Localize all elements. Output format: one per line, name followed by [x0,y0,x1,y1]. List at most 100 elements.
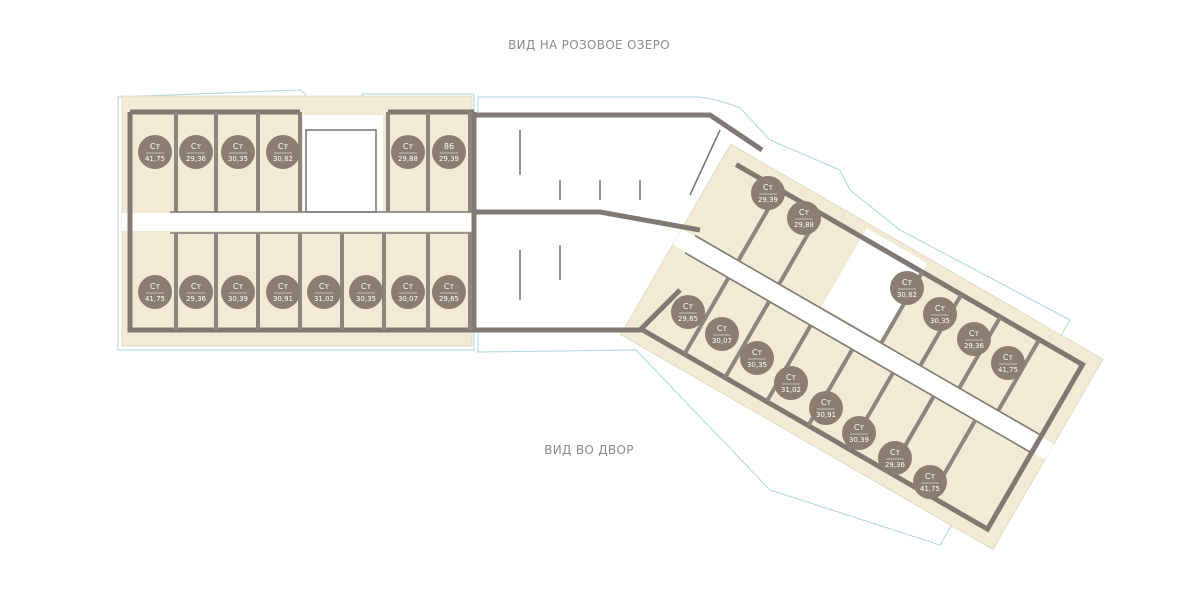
apartment-area: 29,65 [439,295,459,303]
apartment-type: Ст [854,423,865,432]
stair-right [821,228,928,342]
core-wall [474,112,764,333]
partition-wall [386,112,390,212]
apartment-type: Ст [233,282,244,291]
partition-wall [298,112,302,212]
apartment-badge-circle [307,275,341,309]
apartment-type: Ст [763,183,774,192]
apartment-badge-circle [179,135,213,169]
apartment-type: Ст [1003,353,1014,362]
partition-wall [468,112,472,212]
apartment-badge-circle [221,275,255,309]
apartment-area: 30,07 [398,295,418,303]
apartment-badge-circle [787,201,821,235]
partition-wall [682,276,731,356]
apartment-area: 29,88 [794,221,814,229]
apartment-right-top-4[interactable]: Ст 30,35 [923,297,957,331]
apartment-right-top-3[interactable]: Ст 30,82 [890,271,924,305]
apartment-badge-circle [957,322,991,356]
partition-wall [174,233,178,330]
apartment-area: 30,35 [228,155,248,163]
apartment-badge-circle [221,135,255,169]
apartment-area: 41,75 [998,366,1018,374]
partition-wall [723,300,771,379]
apartment-type: Ст [403,142,414,151]
partition-wall [426,233,430,330]
apartment-badge-circle [138,135,172,169]
apartment-left-top-6[interactable]: 86 29,39 [432,135,466,169]
apartment-area: 30,35 [930,317,950,325]
apartment-type: Ст [444,282,455,291]
partition-wall [468,233,472,330]
apartment-type: Ст [925,472,936,481]
apartment-badge-circle [991,346,1025,380]
apartment-right-top-6[interactable]: Ст 41,75 [991,346,1025,380]
apartment-badge-circle [391,135,425,169]
partition-wall [256,233,260,330]
apartment-type: Ст [150,142,161,151]
apartment-area: 31,02 [781,386,801,394]
apartment-area: 30,39 [228,295,248,303]
apartment-area: 30,91 [816,411,836,419]
apartment-type: Ст [902,278,913,287]
apartment-area: 29,39 [439,155,459,163]
apartment-area: 29,36 [885,461,906,469]
apartment-left-bottom-3[interactable]: Ст 30,39 [221,275,255,309]
apartment-badge-circle [751,176,785,210]
right-wing [620,143,1104,551]
apartment-type: Ст [233,142,244,151]
apartment-type: Ст [799,208,810,217]
apartment-area: 29,36 [186,155,207,163]
apartment-badge-circle [705,317,739,351]
apartment-badge-circle [809,391,843,425]
apartment-type: Ст [278,282,289,291]
apartment-type: Ст [935,304,946,313]
apartment-badge-circle [266,275,300,309]
view-label-bottom: ВИД ВО ДВОР [544,443,634,457]
apartment-badge-circle [913,465,947,499]
apartment-type: Ст [319,282,330,291]
apartment-right-bottom-1[interactable]: Ст 29,65 [671,295,705,329]
apartment-area: 29,65 [678,315,698,323]
apartment-area: 41,75 [145,295,165,303]
apartment-badge-circle [842,416,876,450]
apartment-area: 30,91 [273,295,293,303]
apartment-left-bottom-8[interactable]: Ст 29,65 [432,275,466,309]
view-label-top: ВИД НА РОЗОВОЕ ОЗЕРО [508,38,670,52]
apartment-right-top-2[interactable]: Ст 29,88 [787,201,821,235]
apartment-type: Ст [683,302,694,311]
partition-wall [214,233,218,330]
apartment-type: Ст [717,324,728,333]
apartment-badge-circle [432,275,466,309]
partition-wall [214,112,218,212]
partition-wall [256,112,260,212]
apartment-area: 30,82 [897,291,917,299]
apartment-type: Ст [191,282,202,291]
core-partition [689,129,721,196]
balcony-outline-middle [477,96,1071,546]
apartment-badge-circle [923,297,957,331]
apartment-left-top-3[interactable]: Ст 30,35 [221,135,255,169]
apartment-left-bottom-4[interactable]: Ст 30,91 [266,275,300,309]
apartment-badge-circle [138,275,172,309]
apartment-badge-circle [349,275,383,309]
apartment-type: 86 [444,142,454,151]
